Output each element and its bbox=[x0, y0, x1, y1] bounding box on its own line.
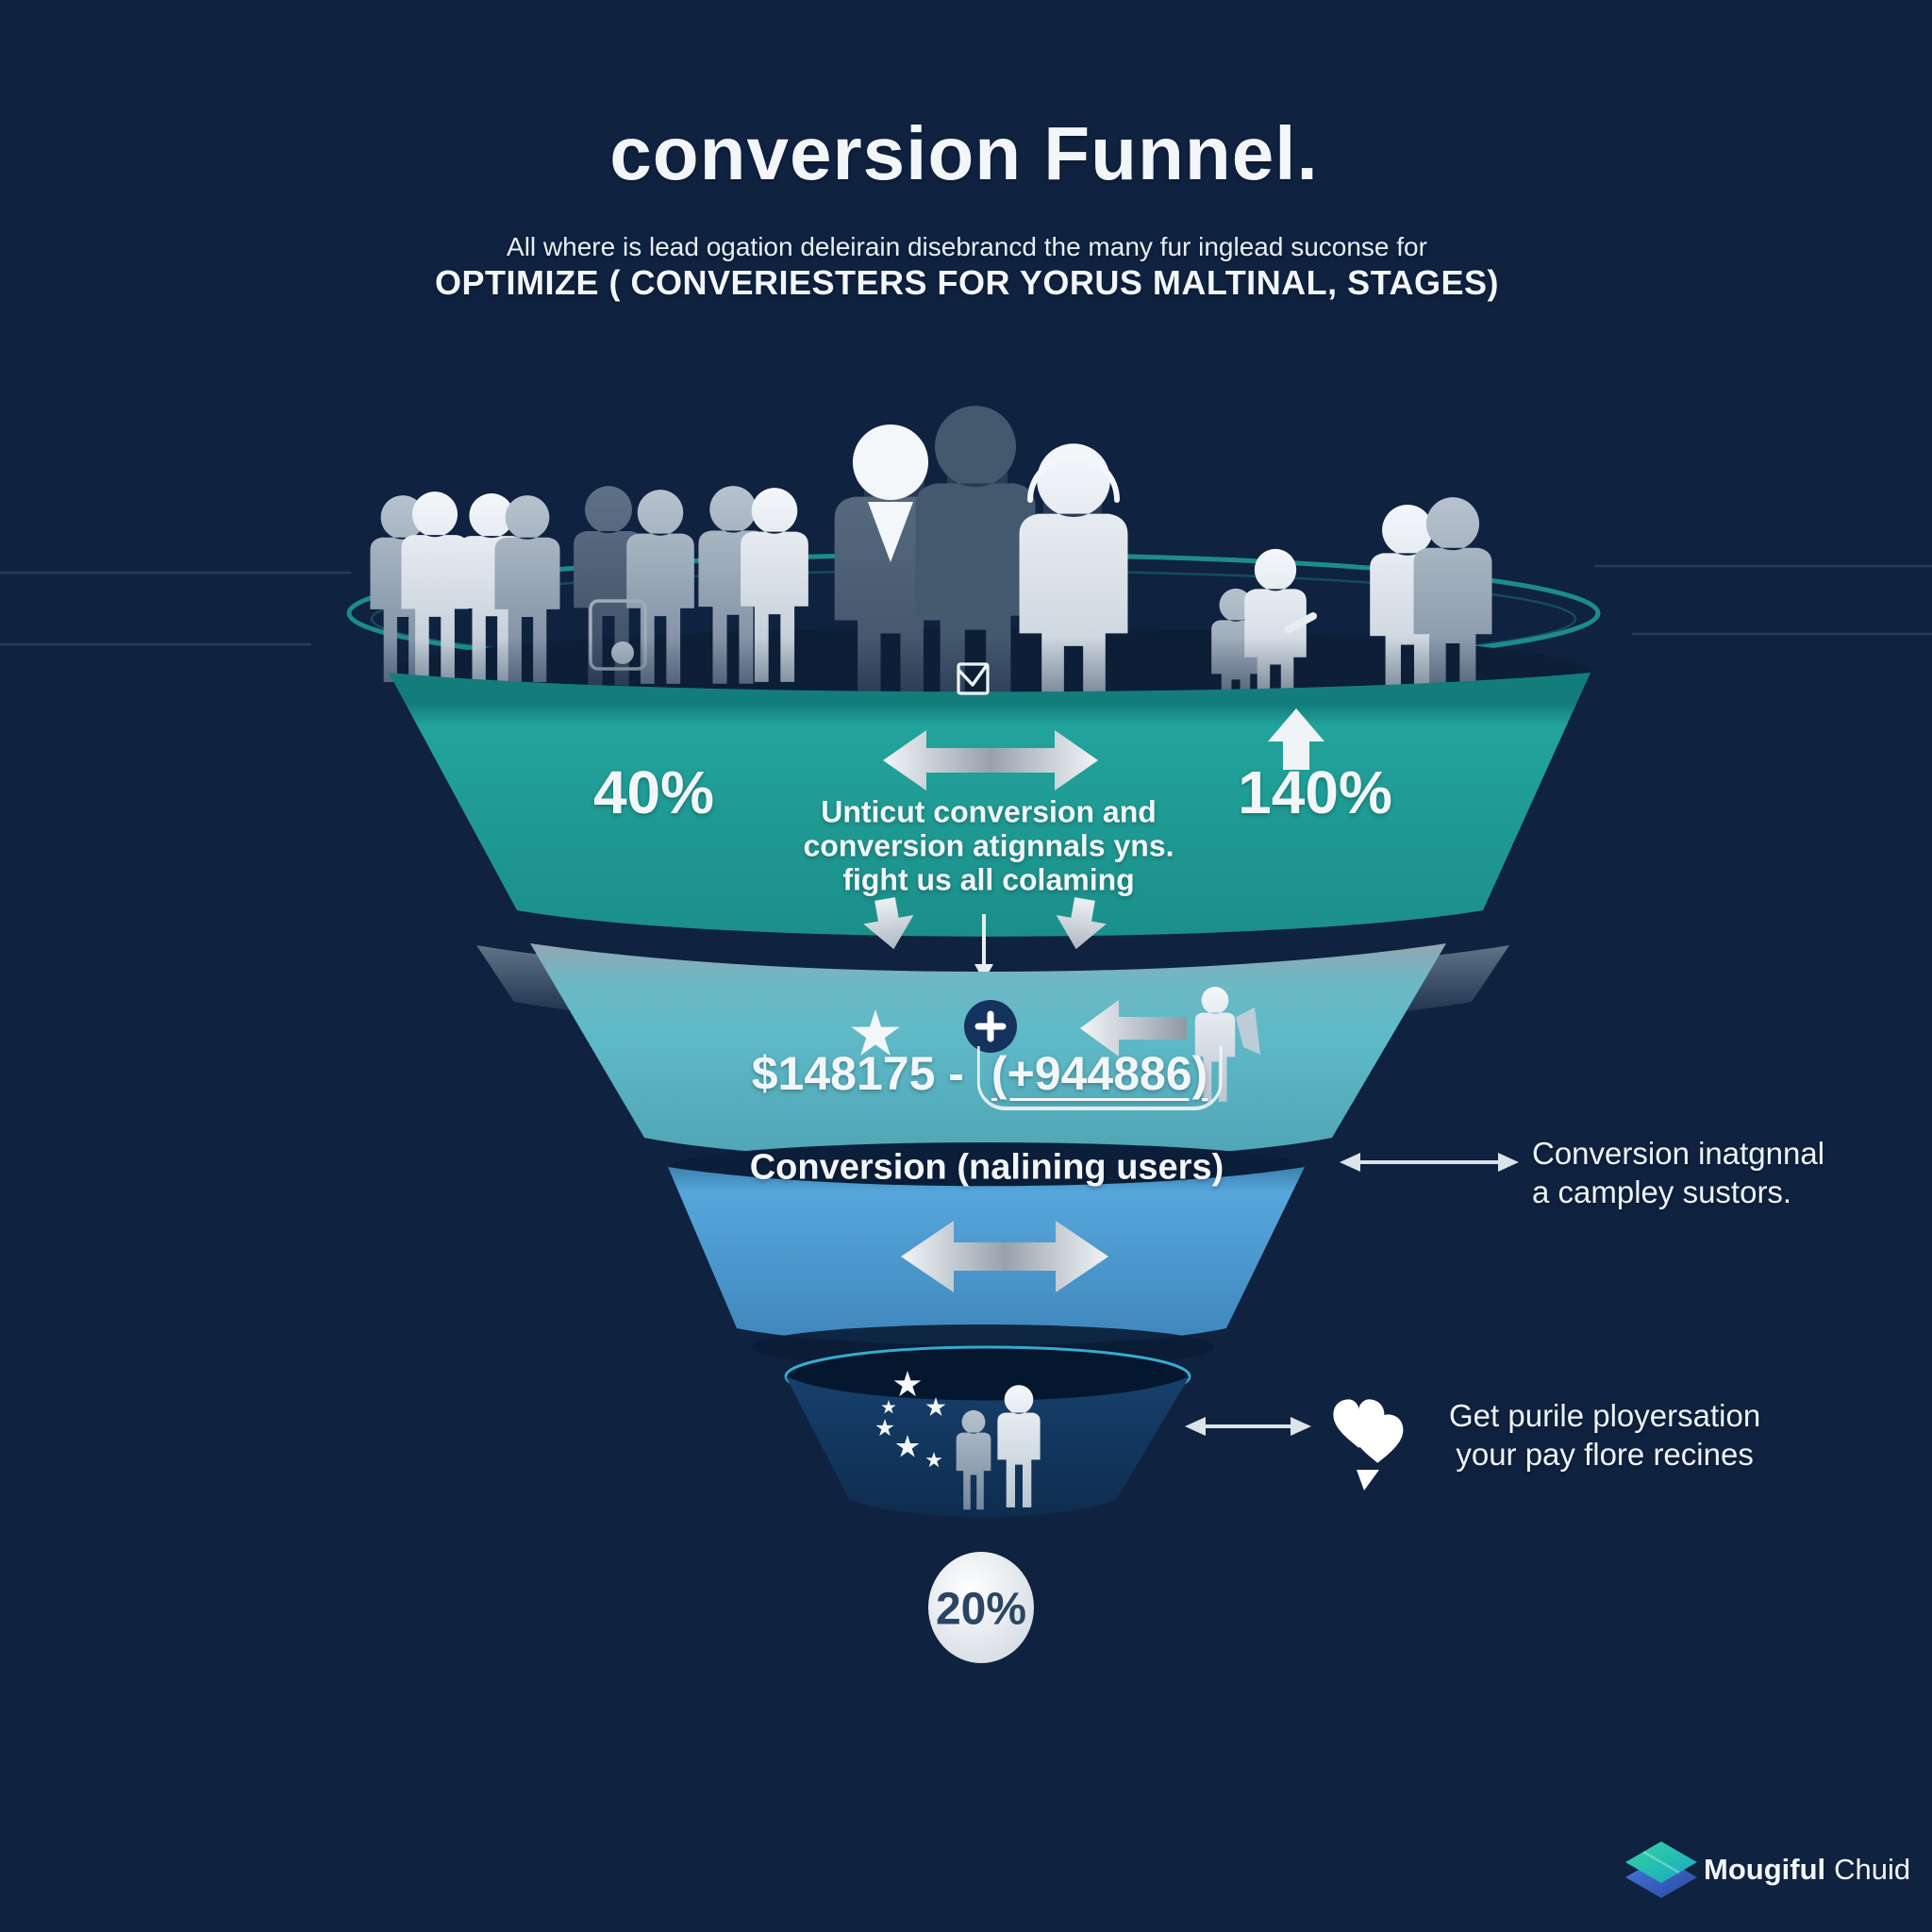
envelope-check-icon bbox=[957, 662, 990, 695]
page-title: conversion Funnel. bbox=[609, 111, 1319, 195]
stage1-text-line-1: Unticut conversion and bbox=[821, 794, 1157, 829]
left-arrow-icon bbox=[1080, 1000, 1187, 1057]
result-circle bbox=[928, 1552, 1034, 1663]
briefcase-icon bbox=[611, 641, 634, 664]
stage1-text-line-3: fight us all colaming bbox=[842, 862, 1135, 897]
stage2-amount-prefix: $148175 - bbox=[751, 1047, 964, 1100]
annotation-line: your pay flore recines bbox=[1456, 1437, 1754, 1472]
subtitle-line-1: All where is lead ogation deleirain dise… bbox=[507, 232, 1427, 261]
annotation-bottom-right: Get purile ployersation your pay flore r… bbox=[1449, 1396, 1760, 1474]
stage2-amount: $148175 -(+944886) bbox=[752, 1046, 1223, 1110]
person-with-bag-icon bbox=[1194, 987, 1260, 1102]
stage2-amount-circled: (+944886) bbox=[976, 1046, 1223, 1110]
annotation-mid-right: Conversion inatgnnal a campley sustors. bbox=[1532, 1134, 1824, 1211]
plus-circle-icon bbox=[964, 1000, 1017, 1053]
suit-person-collar bbox=[868, 502, 913, 562]
annotation-line: a campley sustors. bbox=[1532, 1174, 1792, 1209]
background-lines bbox=[0, 564, 1932, 646]
subtitle-line-2: OPTIMIZE ( CONVERIESTERS FOR YORUS MALTI… bbox=[434, 263, 1500, 302]
annotation-line: Get purile ployersation bbox=[1449, 1398, 1761, 1433]
pointing-arm bbox=[1284, 612, 1318, 634]
briefcase-icon bbox=[589, 599, 647, 671]
double-arrow-icon bbox=[901, 1221, 1108, 1292]
brand-name-regular: Chuid bbox=[1834, 1853, 1911, 1886]
stage1-text-line-2: conversion atignnals yns. bbox=[803, 828, 1174, 863]
double-arrow-icon bbox=[883, 730, 1098, 791]
brand-diamond-icon bbox=[1625, 1841, 1697, 1898]
result-value: 20% bbox=[935, 1584, 1027, 1635]
annotation-arrow-icon bbox=[1185, 1417, 1311, 1436]
funnel-stage3-interior bbox=[669, 1142, 1305, 1191]
stage2-caption: Conversion (nalining users) bbox=[749, 1147, 1224, 1188]
headset-icon bbox=[1027, 454, 1120, 503]
double-heart-icon bbox=[1333, 1399, 1404, 1491]
annotation-line: Conversion inatgnnal bbox=[1532, 1136, 1825, 1171]
up-arrow-icon bbox=[1268, 708, 1324, 770]
suit-person-head bbox=[853, 425, 928, 500]
stage1-left-value: 40% bbox=[592, 758, 715, 826]
stage1-right-value: 140% bbox=[1238, 758, 1392, 826]
brand-name-bold: Mougiful bbox=[1704, 1853, 1826, 1886]
annotation-arrow-icon bbox=[1340, 1153, 1519, 1172]
people-audience-icons bbox=[370, 406, 1492, 755]
